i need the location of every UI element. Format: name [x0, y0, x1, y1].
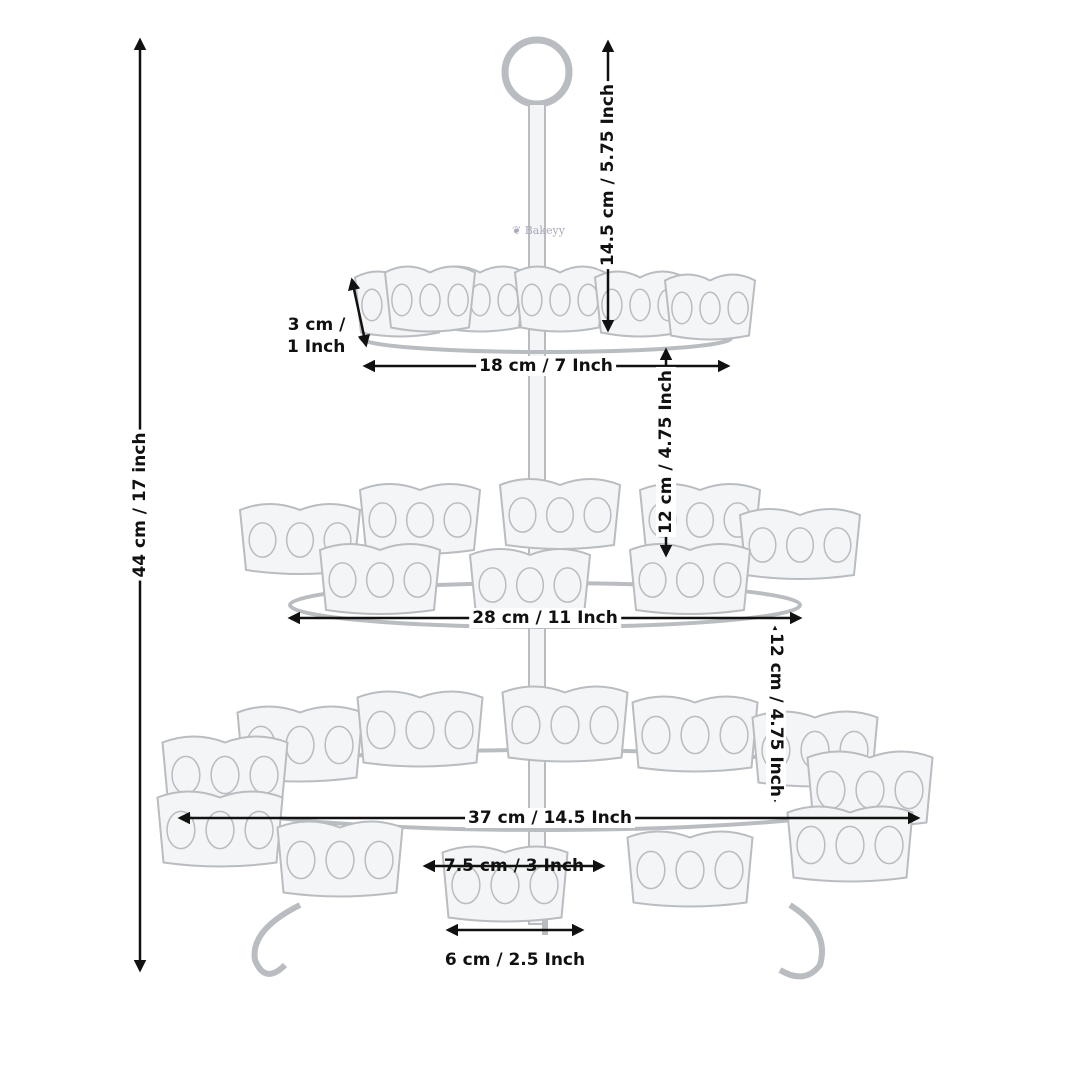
- cupcake-cup: [631, 695, 759, 773]
- handle-ring: [501, 36, 573, 108]
- total-height-label: 44 cm / 17 inch: [130, 429, 150, 581]
- cupcake-cup: [383, 265, 477, 333]
- top-tier-width-label: 18 cm / 7 Inch: [476, 356, 616, 376]
- bottom-tier-width-label: 37 cm / 14.5 Inch: [465, 808, 635, 828]
- cupcake-cup: [318, 543, 442, 615]
- cup-height-line2: 1 Inch: [287, 337, 346, 357]
- cupcake-cup: [356, 690, 484, 768]
- cupcake-cup: [628, 543, 752, 615]
- dimension-arrow-3: [347, 277, 371, 348]
- stand-leg-1: [251, 902, 302, 977]
- cupcake-cup: [501, 685, 629, 763]
- handle-height-label: 14.5 cm / 5.75 Inch: [598, 80, 618, 270]
- top-middle-gap-label: 12 cm / 4.75 Inch: [656, 367, 676, 537]
- cupcake-cup: [738, 508, 862, 580]
- cup-height-label: 3 cm /1 Inch: [268, 314, 348, 358]
- cupcake-cup: [663, 273, 757, 341]
- stand-leg-2: [778, 902, 825, 980]
- watermark-logo: ❦ Bakeyy: [512, 224, 565, 237]
- cup-top-diameter-label: 7.5 cm / 3 Inch: [443, 856, 585, 876]
- middle-bottom-gap-label: 12 cm / 4.75 Inch: [766, 630, 786, 800]
- cupcake-cup: [498, 478, 622, 550]
- cupcake-cup: [276, 820, 404, 898]
- cupcake-cup: [358, 483, 482, 555]
- cupcake-cup: [786, 805, 914, 883]
- cup-height-line1: 3 cm /: [287, 315, 346, 335]
- cupcake-cup: [626, 830, 754, 908]
- middle-tier-width-label: 28 cm / 11 Inch: [469, 608, 621, 628]
- cupcake-cup: [156, 790, 284, 868]
- cupcake-cup: [513, 265, 607, 333]
- cup-base-diameter-label: 6 cm / 2.5 Inch: [441, 950, 589, 970]
